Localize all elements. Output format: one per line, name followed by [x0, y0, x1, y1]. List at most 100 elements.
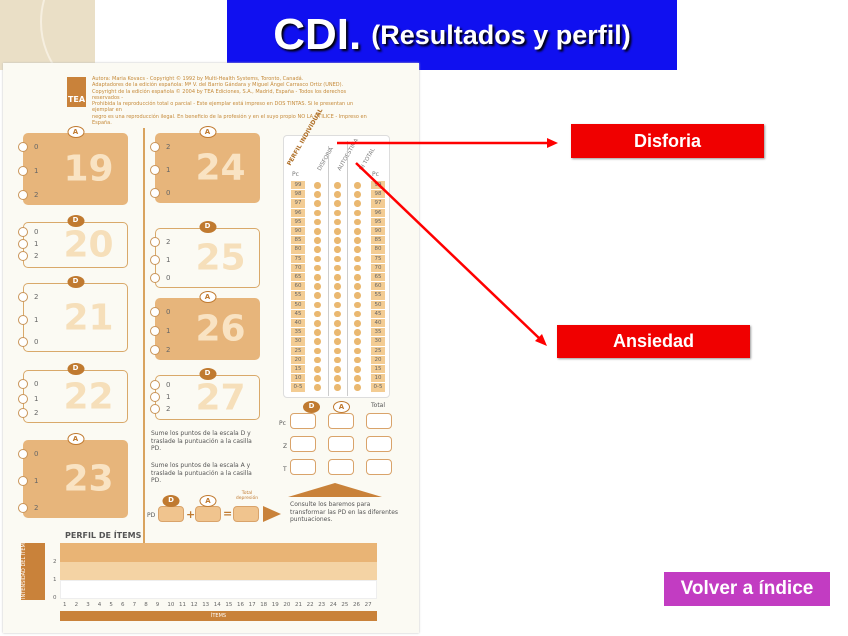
- profile-dot[interactable]: [314, 255, 321, 263]
- profile-dot[interactable]: [314, 182, 321, 189]
- profile-dot[interactable]: [334, 329, 341, 336]
- score-t-total-box[interactable]: [366, 459, 392, 475]
- profile-dot[interactable]: [354, 264, 361, 272]
- profile-dot[interactable]: [314, 237, 321, 244]
- answer-option[interactable]: 2: [150, 237, 170, 247]
- answer-option[interactable]: 1: [18, 476, 38, 486]
- profile-dot[interactable]: [334, 200, 341, 207]
- profile-dot[interactable]: [334, 246, 341, 253]
- answer-option[interactable]: 0: [18, 449, 38, 459]
- profile-dot[interactable]: [314, 200, 321, 207]
- profile-dot[interactable]: [354, 209, 361, 217]
- profile-dot[interactable]: [314, 274, 321, 281]
- profile-dot[interactable]: [354, 283, 361, 290]
- radio-circle-icon[interactable]: [150, 307, 160, 317]
- score-pc-d-box[interactable]: [290, 413, 316, 429]
- profile-dot[interactable]: [354, 338, 361, 345]
- profile-dot[interactable]: [354, 191, 361, 198]
- radio-circle-icon[interactable]: [150, 255, 160, 265]
- radio-circle-icon[interactable]: [150, 165, 160, 175]
- profile-dot[interactable]: [334, 274, 341, 281]
- profile-dot[interactable]: [334, 301, 341, 309]
- score-z-d-box[interactable]: [290, 436, 316, 452]
- profile-dot[interactable]: [334, 283, 341, 290]
- answer-option[interactable]: 2: [18, 190, 38, 200]
- answer-option[interactable]: 1: [18, 239, 38, 249]
- profile-dot[interactable]: [354, 301, 361, 309]
- score-t-d-box[interactable]: [290, 459, 316, 475]
- profile-dot[interactable]: [334, 320, 341, 327]
- answer-option[interactable]: 0: [150, 273, 170, 283]
- answer-option[interactable]: 1: [18, 166, 38, 176]
- profile-dot[interactable]: [354, 310, 361, 318]
- answer-option[interactable]: 0: [150, 307, 170, 317]
- answer-option[interactable]: 2: [18, 503, 38, 513]
- profile-dot[interactable]: [314, 338, 321, 345]
- profile-dot[interactable]: [314, 384, 321, 391]
- profile-dot[interactable]: [334, 209, 341, 217]
- score-pc-a-box[interactable]: [328, 413, 354, 429]
- answer-option[interactable]: 2: [150, 142, 170, 152]
- radio-circle-icon[interactable]: [18, 379, 28, 389]
- profile-dot[interactable]: [314, 366, 321, 373]
- score-z-total-box[interactable]: [366, 436, 392, 452]
- answer-option[interactable]: 0: [18, 142, 38, 152]
- radio-circle-icon[interactable]: [18, 292, 28, 302]
- score-z-a-box[interactable]: [328, 436, 354, 452]
- pd-total-box[interactable]: [233, 506, 259, 522]
- radio-circle-icon[interactable]: [18, 503, 28, 513]
- profile-dot[interactable]: [354, 228, 361, 235]
- profile-dot[interactable]: [354, 274, 361, 281]
- profile-dot[interactable]: [354, 320, 361, 327]
- answer-option[interactable]: 1: [150, 255, 170, 265]
- profile-dot[interactable]: [334, 347, 341, 355]
- profile-dot[interactable]: [314, 218, 321, 226]
- profile-dot[interactable]: [314, 209, 321, 217]
- profile-dot[interactable]: [354, 218, 361, 226]
- answer-option[interactable]: 1: [150, 165, 170, 175]
- profile-dot[interactable]: [334, 356, 341, 364]
- answer-option[interactable]: 1: [150, 326, 170, 336]
- profile-dot[interactable]: [334, 264, 341, 272]
- profile-dot[interactable]: [314, 310, 321, 318]
- profile-dot[interactable]: [354, 375, 361, 382]
- profile-dot[interactable]: [334, 228, 341, 235]
- radio-circle-icon[interactable]: [18, 227, 28, 237]
- radio-circle-icon[interactable]: [18, 393, 28, 404]
- radio-circle-icon[interactable]: [18, 251, 28, 261]
- profile-dot[interactable]: [334, 338, 341, 345]
- radio-circle-icon[interactable]: [18, 476, 28, 486]
- radio-circle-icon[interactable]: [150, 380, 160, 390]
- radio-circle-icon[interactable]: [18, 166, 28, 176]
- answer-option[interactable]: 2: [18, 251, 38, 261]
- profile-dot[interactable]: [334, 310, 341, 318]
- profile-dot[interactable]: [354, 200, 361, 207]
- profile-dot[interactable]: [314, 191, 321, 198]
- profile-dot[interactable]: [314, 329, 321, 336]
- radio-circle-icon[interactable]: [18, 239, 28, 249]
- profile-dot[interactable]: [354, 384, 361, 391]
- radio-circle-icon[interactable]: [150, 273, 160, 283]
- profile-dot[interactable]: [314, 347, 321, 355]
- profile-dot[interactable]: [354, 292, 361, 299]
- radio-circle-icon[interactable]: [150, 142, 160, 152]
- radio-circle-icon[interactable]: [18, 449, 28, 459]
- radio-circle-icon[interactable]: [150, 326, 160, 336]
- answer-option[interactable]: 0: [150, 380, 170, 390]
- profile-dot[interactable]: [314, 264, 321, 272]
- profile-dot[interactable]: [334, 384, 341, 391]
- answer-option[interactable]: 2: [150, 345, 170, 355]
- profile-dot[interactable]: [334, 366, 341, 373]
- radio-circle-icon[interactable]: [18, 142, 28, 152]
- answer-option[interactable]: 1: [18, 314, 38, 325]
- profile-dot[interactable]: [334, 191, 341, 198]
- profile-dot[interactable]: [354, 237, 361, 244]
- radio-circle-icon[interactable]: [18, 314, 28, 325]
- profile-dot[interactable]: [314, 228, 321, 235]
- profile-dot[interactable]: [334, 237, 341, 244]
- answer-option[interactable]: 2: [18, 292, 38, 302]
- profile-dot[interactable]: [314, 292, 321, 299]
- profile-dot[interactable]: [314, 246, 321, 253]
- radio-circle-icon[interactable]: [150, 392, 160, 402]
- radio-circle-icon[interactable]: [150, 404, 160, 414]
